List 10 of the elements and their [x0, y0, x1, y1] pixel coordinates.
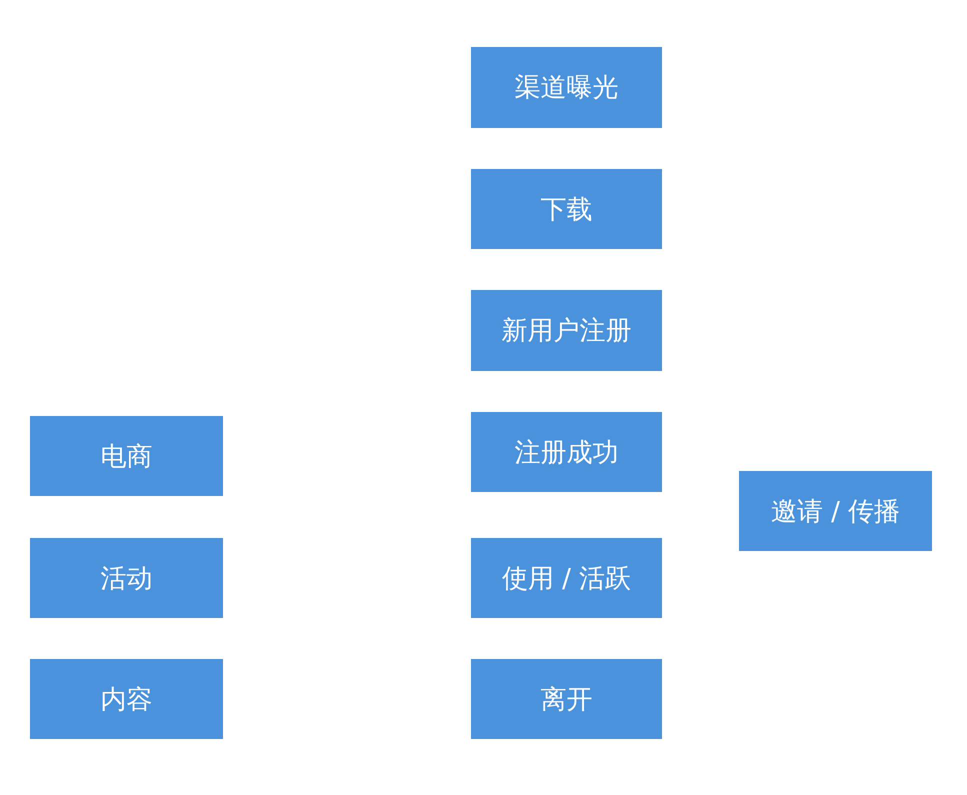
process-box: 下载	[471, 169, 662, 249]
process-box: 邀请 / 传播	[739, 471, 932, 551]
process-box: 内容	[30, 659, 223, 739]
process-box: 注册成功	[471, 412, 662, 492]
process-box: 使用 / 活跃	[471, 538, 662, 618]
process-box: 活动	[30, 538, 223, 618]
process-box: 渠道曝光	[471, 47, 662, 128]
process-box: 新用户注册	[471, 290, 662, 371]
process-box: 电商	[30, 416, 223, 496]
process-box: 离开	[471, 659, 662, 739]
